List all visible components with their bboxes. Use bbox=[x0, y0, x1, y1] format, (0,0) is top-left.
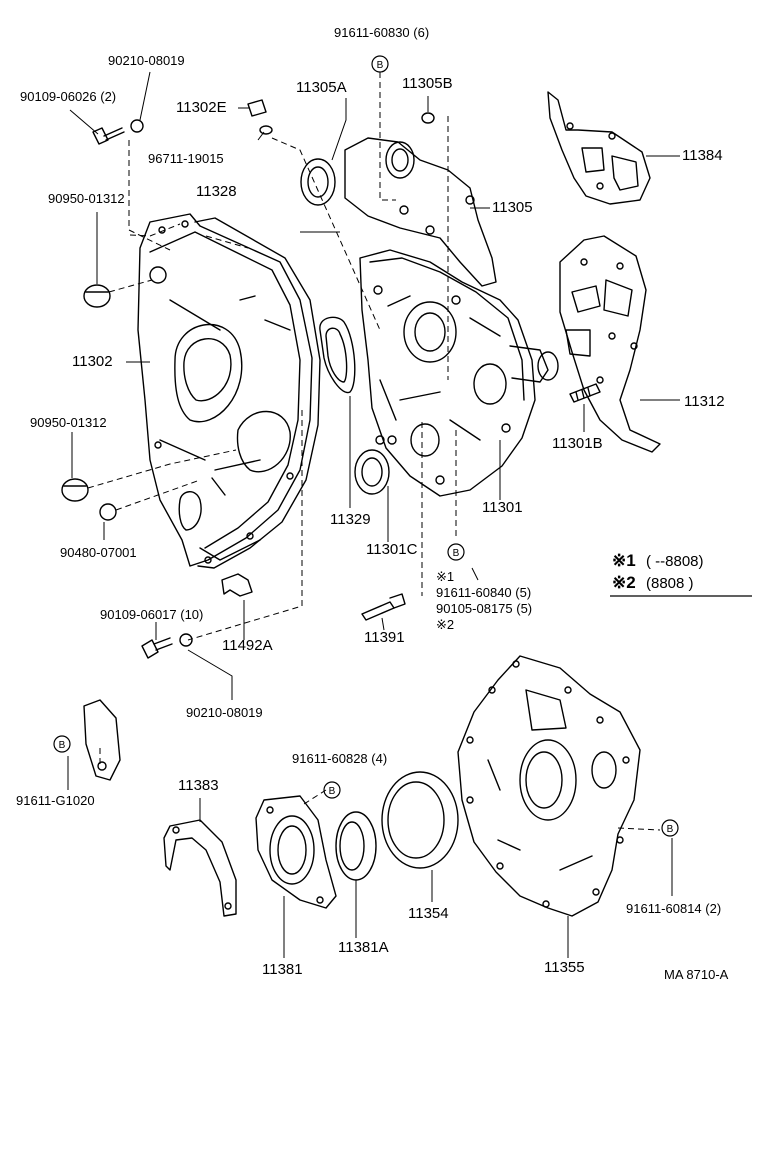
end-plate-11355 bbox=[457, 655, 641, 917]
retainer-11383 bbox=[163, 819, 237, 917]
assembly-lines bbox=[87, 72, 661, 831]
bolt-marker-label-2: B bbox=[453, 548, 460, 559]
label-11384: 11384 bbox=[682, 147, 723, 164]
seal-11305A bbox=[300, 158, 336, 206]
note1-mark: ※1 bbox=[612, 551, 636, 570]
cover-11305 bbox=[344, 137, 497, 287]
gasket-11384 bbox=[547, 91, 651, 205]
note2-mark: ※2 bbox=[612, 573, 636, 592]
label-11354: 11354 bbox=[408, 905, 449, 922]
label-11312: 11312 bbox=[684, 393, 725, 410]
label-90950-01312-top: 90950-01312 bbox=[48, 191, 125, 206]
bolt-marker-label-1: B bbox=[377, 60, 384, 71]
label-11305: 11305 bbox=[492, 199, 533, 216]
retainer-11381 bbox=[255, 795, 337, 909]
label-90109-06017: 90109-06017 (10) bbox=[100, 607, 204, 622]
label-11305B: 11305B bbox=[402, 75, 453, 92]
label-90105-08175: 90105-08175 (5) bbox=[436, 601, 533, 616]
seal-11301C bbox=[354, 449, 390, 495]
label-11302: 11302 bbox=[72, 353, 113, 370]
sensor-11391 bbox=[361, 593, 406, 621]
plug-11305B bbox=[421, 112, 435, 124]
seal-11354 bbox=[381, 771, 459, 869]
timing-cover-11302 bbox=[137, 213, 313, 567]
label-91611-60814: 91611-60814 (2) bbox=[626, 901, 722, 916]
reference-code: MA 8710-A bbox=[664, 967, 729, 982]
label-11381: 11381 bbox=[262, 961, 303, 978]
label-90109-06026: 90109-06026 (2) bbox=[20, 89, 117, 104]
label-11492A: 11492A bbox=[222, 637, 273, 654]
label-91611-60830: 91611-60830 (6) bbox=[334, 25, 430, 40]
label-11301: 11301 bbox=[482, 499, 523, 516]
label-11391: 11391 bbox=[364, 629, 405, 646]
label-91611-G1020: 91611-G1020 bbox=[16, 793, 95, 808]
gasket-11312 bbox=[559, 235, 661, 453]
label-90210-08019-bot: 90210-08019 bbox=[186, 705, 263, 720]
plug-90480 bbox=[99, 503, 117, 521]
label-11329: 11329 bbox=[330, 511, 371, 528]
label-11381A: 11381A bbox=[338, 939, 389, 956]
label-90950-01312-mid: 90950-01312 bbox=[30, 415, 107, 430]
label-11301C: 11301C bbox=[366, 541, 418, 558]
note1-ref-mark: ※1 bbox=[436, 569, 455, 584]
bolt-marker-label-5: B bbox=[667, 824, 674, 835]
gasket-11328 bbox=[194, 217, 321, 569]
seal-11329 bbox=[319, 316, 356, 394]
label-11302E: 11302E bbox=[176, 99, 227, 116]
bolt-marker-label-4: B bbox=[329, 786, 336, 797]
bolt-marker-label-3: B bbox=[59, 740, 66, 751]
label-91611-60840: 91611-60840 (5) bbox=[436, 585, 532, 600]
oring-96711 bbox=[259, 125, 273, 135]
stud-11301B bbox=[569, 383, 601, 403]
seal-11381A bbox=[335, 811, 377, 881]
bolt-90109-06026 bbox=[92, 119, 144, 145]
plug-11302E bbox=[247, 99, 267, 117]
label-90480-07001: 90480-07001 bbox=[60, 545, 137, 560]
timing-case-11301 bbox=[359, 249, 559, 497]
label-11305A: 11305A bbox=[296, 79, 347, 96]
label-96711-19015: 96711-19015 bbox=[148, 151, 224, 166]
note2-ref-mark: ※2 bbox=[436, 617, 455, 632]
label-11355: 11355 bbox=[544, 959, 585, 976]
bracket-91611-G1020 bbox=[83, 699, 121, 781]
note2-range: (8808 ) bbox=[646, 575, 694, 592]
label-11383: 11383 bbox=[178, 777, 219, 794]
plug-90950-mid bbox=[61, 478, 89, 502]
bolt-90109-06017 bbox=[141, 633, 193, 659]
plug-90950-top bbox=[83, 284, 111, 308]
note1-range: ( --8808) bbox=[646, 553, 704, 570]
label-11301B: 11301B bbox=[552, 435, 603, 452]
leader-lines bbox=[67, 71, 680, 958]
bolt-markers bbox=[53, 55, 679, 837]
label-90210-08019-top: 90210-08019 bbox=[108, 53, 185, 68]
label-91611-60828: 91611-60828 (4) bbox=[292, 751, 388, 766]
bracket-11492A bbox=[221, 573, 253, 597]
label-11328: 11328 bbox=[196, 183, 237, 200]
